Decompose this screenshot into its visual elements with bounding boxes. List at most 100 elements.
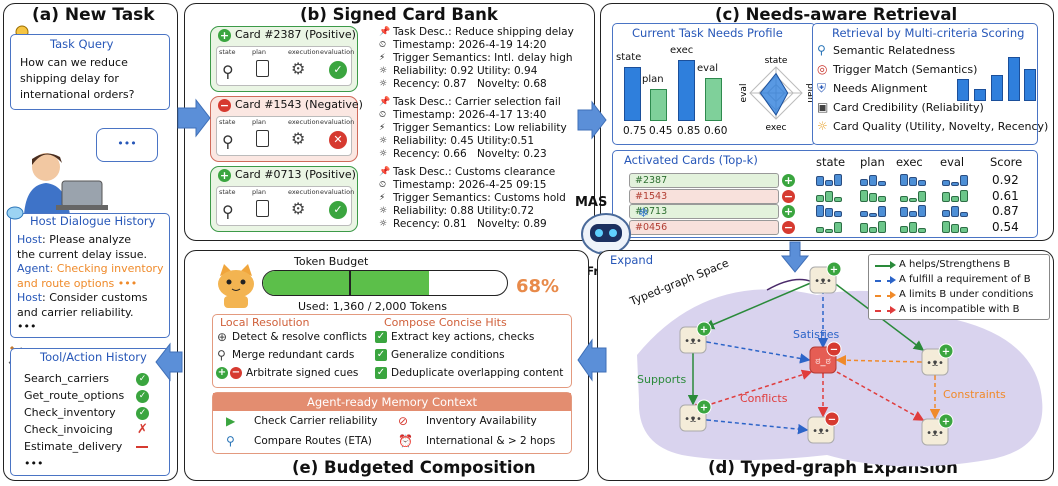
activated-mini-bar xyxy=(816,194,824,202)
edge-label-satisfies: Satisfies xyxy=(793,328,840,341)
cross-circle-icon: ✕ xyxy=(329,131,347,149)
scoring-label: Retrieval by Multi-criteria Scoring xyxy=(832,26,1025,40)
needs-bar-value: 0.45 xyxy=(649,125,673,137)
dialogue-line: Host: Consider customs xyxy=(17,291,147,304)
graph-edge xyxy=(697,335,811,364)
dialogue-line: Agent: Checking inventory xyxy=(17,262,163,275)
activated-mini-bar xyxy=(860,179,868,186)
stage-label: state xyxy=(219,118,236,126)
activated-card-id: #0713 xyxy=(629,204,779,219)
criterion-label: Card Credibility (Reliability) xyxy=(833,101,984,114)
scoring-bar xyxy=(957,79,969,101)
cat-face-icon: •ᴥ• xyxy=(684,414,702,425)
sign-glyph: + xyxy=(830,265,838,276)
alarm-icon: ⏰ xyxy=(398,434,413,448)
graph-edge xyxy=(835,354,931,368)
tool-name: Check_inventory xyxy=(24,406,116,419)
graph-edge xyxy=(697,413,809,435)
scoring-bar xyxy=(1008,57,1020,101)
dialogue-text: the current delay issue. xyxy=(17,247,148,261)
activated-mini-bar xyxy=(909,177,917,186)
checkbox-icon: ✓ xyxy=(375,331,387,343)
activated-score: 0.54 xyxy=(992,219,1019,234)
activated-mini-bar xyxy=(960,189,968,202)
criterion-label: Trigger Match (Semantics) xyxy=(833,63,978,76)
card-header: Card #0713 (Positive) xyxy=(235,168,356,181)
activated-mini-bar xyxy=(918,205,926,217)
activated-card-id: #1543 xyxy=(629,188,779,204)
checklist-icon xyxy=(256,200,269,217)
task-query-label: Task Query xyxy=(50,37,114,51)
dialogue-line: Host: Please analyze xyxy=(17,233,131,246)
activated-mini-bar xyxy=(816,226,824,233)
checkbox-icon: ✓ xyxy=(375,367,387,379)
token-budget-marker xyxy=(349,271,351,295)
magnifier-icon: ⚲ xyxy=(222,202,234,221)
checklist-icon xyxy=(256,130,269,147)
sign-glyph: − xyxy=(830,345,838,356)
memory-context-header: Agent-ready Memory Context xyxy=(213,393,571,411)
needs-bar-value: 0.85 xyxy=(677,125,701,137)
memory-context-box xyxy=(212,392,572,454)
arrow-a-to-b xyxy=(177,98,211,138)
activated-mini-bar xyxy=(900,207,908,217)
activated-mini-bar xyxy=(869,213,877,217)
token-budget-fill xyxy=(263,271,429,295)
shield-icon: ⛨ xyxy=(817,81,827,95)
column-header: Score xyxy=(990,155,1023,169)
dialogue-history-label: Host Dialogue History xyxy=(30,214,156,228)
user-avatar xyxy=(16,145,112,215)
gears-icon: ⚙ xyxy=(291,199,306,218)
needs-bar xyxy=(624,67,641,121)
legend-label: A is incompatible with B xyxy=(899,304,1020,315)
task-query-box xyxy=(10,34,170,110)
stage-label: state xyxy=(219,48,236,56)
mas-label: MAS xyxy=(575,195,608,210)
clock-icon: ⏲ xyxy=(379,110,387,120)
target-icon: ◎ xyxy=(817,62,828,76)
radar-label-state: state xyxy=(765,56,788,66)
clock-icon: ⏲ xyxy=(379,40,387,50)
pin-icon: 📌 xyxy=(379,27,391,37)
speech-bubble: ••• xyxy=(96,128,158,162)
target-icon: ⊕ xyxy=(217,330,228,344)
legend-arrowhead xyxy=(890,291,896,299)
positive-sign-icon: + xyxy=(782,205,795,218)
dialogue-speaker: Host xyxy=(17,233,43,246)
stage-label: plan xyxy=(252,188,267,196)
positive-sign-icon xyxy=(696,321,712,337)
card-header: Card #1543 (Negative) xyxy=(235,98,363,111)
legend-arrowhead xyxy=(890,261,896,269)
legend-arrow xyxy=(875,295,893,297)
sun-icon: ☼ xyxy=(817,119,828,133)
card-attr: Timestamp: 2026-4-19 14:20 xyxy=(393,39,547,51)
chat-icon xyxy=(6,206,24,222)
activated-mini-bar xyxy=(869,175,877,186)
activated-mini-bar xyxy=(909,197,917,202)
positive-sign-icon xyxy=(938,413,954,429)
stage-label: state xyxy=(219,188,236,196)
stage-label: execution xyxy=(288,48,320,56)
legend-label: A helps/Strengthens B xyxy=(899,259,1011,270)
legend-arrow xyxy=(875,310,893,312)
clock-icon: ⏲ xyxy=(379,180,387,190)
activated-mini-bar xyxy=(860,189,868,202)
card-attr: Timestamp: 2026-4-25 09:15 xyxy=(393,179,547,191)
column-header: state xyxy=(816,155,846,169)
card-attr: Reliability: 0.92 xyxy=(393,65,474,77)
trigger-icon: ⚡ xyxy=(379,53,386,63)
edge-label-constraints: Constraints xyxy=(943,388,1006,401)
activated-mini-bar xyxy=(825,208,833,217)
magnifier-icon: ⚲ xyxy=(817,43,826,57)
edge-label-supports: Supports xyxy=(637,373,686,386)
positive-sign-icon: + xyxy=(782,174,795,187)
negative-sign-icon xyxy=(826,341,842,357)
context-item: Compare Routes (ETA) xyxy=(254,435,372,447)
card-attr: Novelty: 0.89 xyxy=(477,218,547,230)
activated-mini-bar xyxy=(942,180,950,186)
activated-mini-bar xyxy=(918,190,926,202)
graph-edge xyxy=(703,273,824,330)
cat-face-icon: ಠ_ಠ xyxy=(815,356,831,367)
dialogue-text: ••• xyxy=(17,320,37,333)
